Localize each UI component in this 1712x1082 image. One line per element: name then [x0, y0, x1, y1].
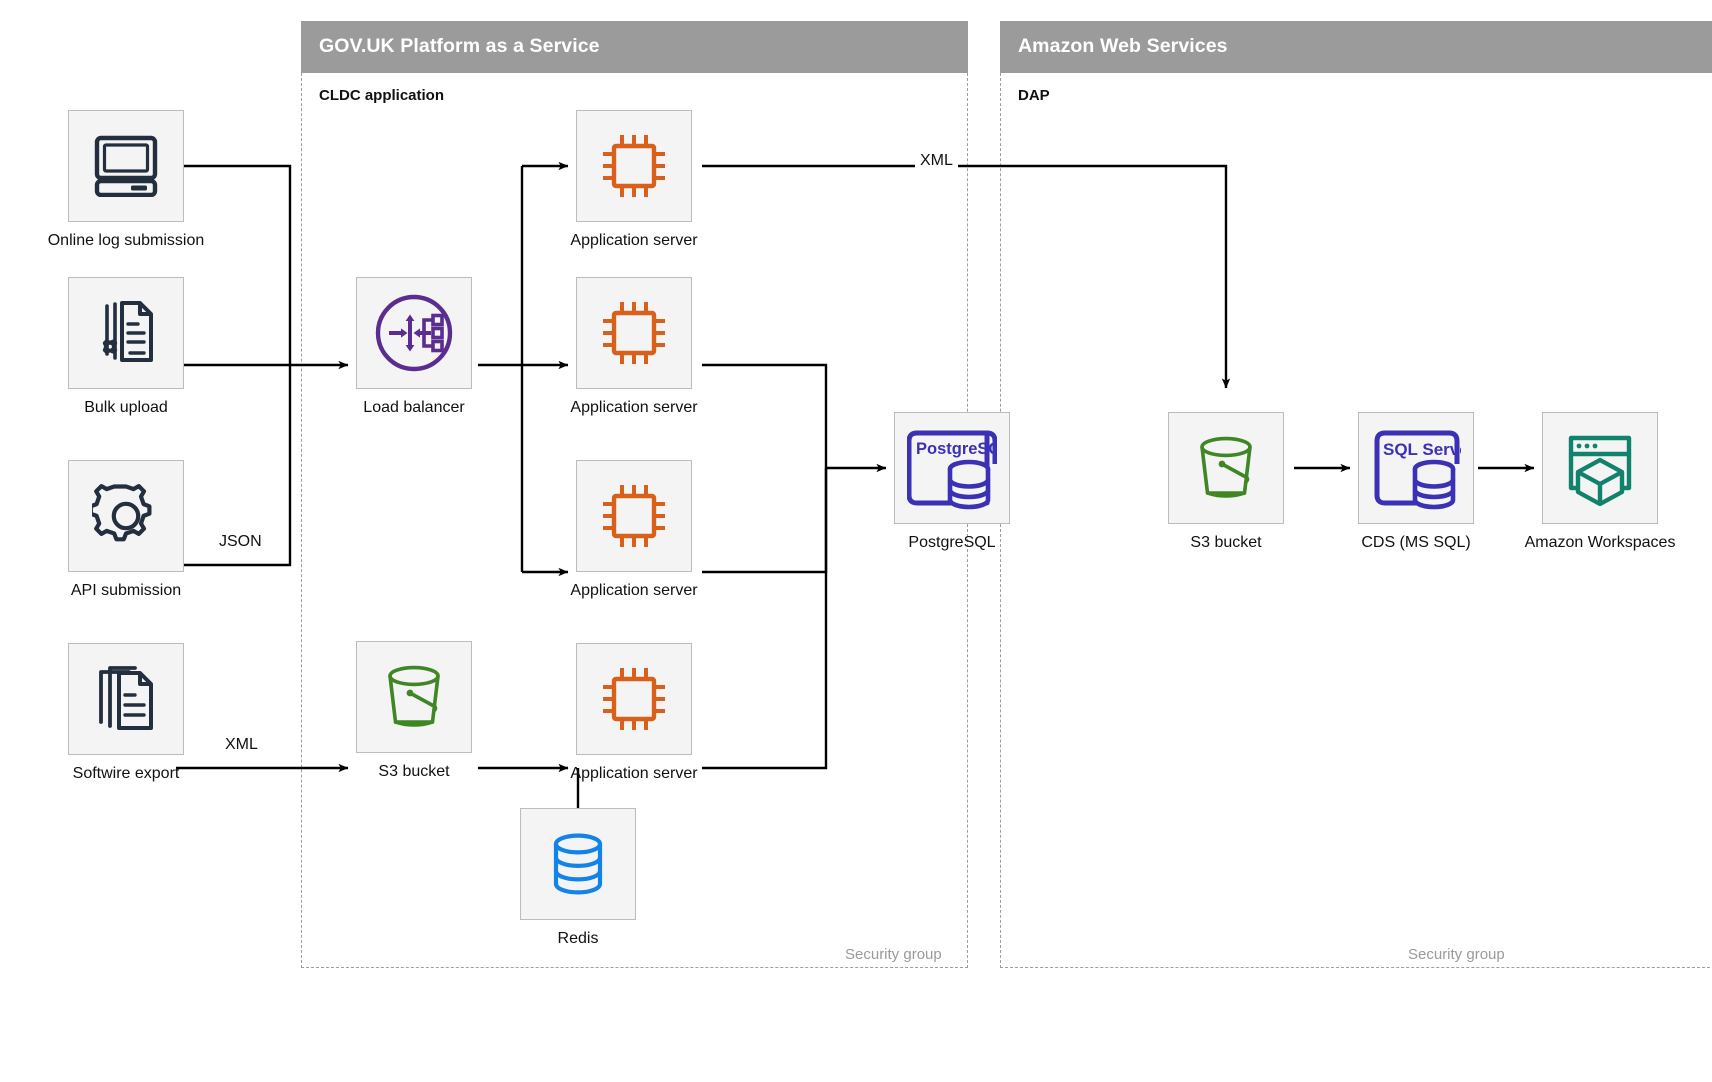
node-label-postgresql: PostgreSQL	[908, 534, 996, 551]
node-label-cds-ms-sql: CDS (MS SQL)	[1361, 534, 1471, 551]
workspaces-cube-icon	[1568, 435, 1632, 506]
node-load-balancer[interactable]: Load balancer	[356, 277, 472, 416]
s3-bucket-icon	[1200, 436, 1252, 498]
zone-label-cldc-application: CLDC application	[319, 87, 445, 104]
s3-bucket-icon	[388, 665, 440, 727]
node-bulk-upload[interactable]: Bulk upload	[68, 277, 184, 416]
node-amazon-workspaces[interactable]: Amazon Workspaces	[1525, 412, 1675, 551]
node-label-redis: Redis	[557, 930, 599, 947]
node-online-log-submission[interactable]: Online log submission	[48, 110, 204, 249]
node-label-amazon-workspaces: Amazon Workspaces	[1524, 534, 1676, 551]
node-app-server-1[interactable]: Application server	[570, 110, 698, 249]
document-gear-icon	[102, 301, 153, 362]
edge-label-xml-left: XML	[220, 736, 263, 754]
edge-label-json: JSON	[214, 533, 267, 551]
desktop-computer-icon	[94, 135, 158, 197]
edge-label-xml-top: XML	[915, 152, 958, 170]
security-group-label-paas: Security group	[845, 946, 942, 963]
load-balancer-icon	[375, 294, 453, 372]
node-label-app-server-2: Application server	[570, 399, 698, 416]
postgresql-icon-text: PostgreSQL	[916, 440, 997, 458]
cpu-chip-icon	[603, 135, 665, 197]
node-label-app-server-3: Application server	[570, 582, 698, 599]
cpu-chip-icon	[603, 485, 665, 547]
node-label-softwire-export: Softwire export	[72, 765, 180, 782]
node-label-app-server-4: Application server	[570, 765, 698, 782]
sql-server-icon-text: SQL Server	[1383, 440, 1461, 459]
node-label-api-submission: API submission	[70, 582, 182, 599]
sql-server-icon: SQL Server	[1374, 430, 1461, 510]
group-header-paas-label: GOV.UK Platform as a Service	[319, 35, 600, 58]
node-label-online-log-submission: Online log submission	[47, 232, 205, 249]
node-app-server-4[interactable]: Application server	[570, 643, 698, 782]
node-cds-ms-sql[interactable]: SQL Server CDS (MS SQL)	[1358, 412, 1474, 551]
node-label-s3-bucket-paas: S3 bucket	[378, 763, 450, 780]
node-label-app-server-1: Application server	[570, 232, 698, 249]
group-header-aws: Amazon Web Services	[1000, 21, 1712, 73]
group-header-paas: GOV.UK Platform as a Service	[301, 21, 968, 73]
node-s3-bucket-paas[interactable]: S3 bucket	[356, 641, 472, 780]
cpu-chip-icon	[603, 668, 665, 730]
node-app-server-3[interactable]: Application server	[570, 460, 698, 599]
cpu-chip-icon	[603, 302, 665, 364]
group-header-aws-label: Amazon Web Services	[1018, 35, 1228, 58]
postgresql-icon: PostgreSQL	[907, 430, 997, 510]
security-group-label-aws: Security group	[1408, 946, 1505, 963]
node-label-s3-bucket-aws: S3 bucket	[1190, 534, 1262, 551]
node-api-submission[interactable]: API submission	[68, 460, 184, 599]
node-redis[interactable]: Redis	[520, 808, 636, 947]
documents-stack-icon	[99, 666, 153, 730]
node-label-load-balancer: Load balancer	[363, 399, 465, 416]
node-s3-bucket-aws[interactable]: S3 bucket	[1168, 412, 1284, 551]
gear-icon	[92, 484, 152, 542]
node-app-server-2[interactable]: Application server	[570, 277, 698, 416]
node-label-bulk-upload: Bulk upload	[84, 399, 168, 416]
database-cylinder-icon	[553, 833, 603, 895]
zone-label-dap: DAP	[1018, 87, 1050, 104]
node-postgresql[interactable]: PostgreSQL PostgreSQL	[894, 412, 1010, 551]
node-softwire-export[interactable]: Softwire export	[68, 643, 184, 782]
